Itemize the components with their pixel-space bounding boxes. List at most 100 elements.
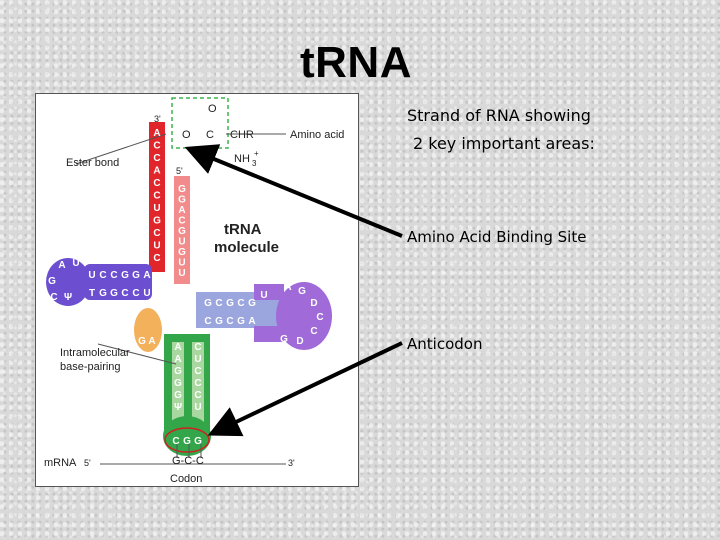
d-arm-bottom-base: G	[110, 288, 118, 299]
variable-loop-base: A	[148, 336, 155, 347]
acceptor-3-base: C	[153, 253, 160, 264]
t-loop-base: D	[296, 336, 303, 347]
acceptor-5-base: U	[178, 268, 185, 279]
note-line-1: Strand of RNA showing	[407, 106, 591, 125]
slide-title: tRNA	[300, 38, 412, 87]
anticodon-label: Anticodon	[407, 335, 483, 353]
anticodon-right-base: C	[194, 342, 201, 353]
codon-sequence: G-C-C	[172, 455, 204, 467]
acceptor-3-base: C	[153, 178, 160, 189]
acceptor-5-base: G	[178, 226, 186, 237]
acceptor-3-base: U	[153, 203, 160, 214]
binding-site-arrow	[184, 144, 403, 238]
mrna-3-label: 3'	[288, 458, 295, 468]
o-top-label: O	[208, 103, 217, 115]
d-arm-bottom-base: C	[132, 288, 139, 299]
anticodon-arrow	[207, 341, 403, 437]
d-arm	[84, 264, 152, 300]
acceptor-3-base: G	[153, 216, 161, 227]
anticodon-loop-base: C	[172, 436, 179, 447]
molecule-label-1: tRNA	[224, 221, 262, 238]
acceptor-5-base: A	[178, 205, 185, 216]
acceptor-3-base: C	[153, 153, 160, 164]
d-arm-top-base: U	[88, 270, 95, 281]
anticodon-loop-base: G	[194, 436, 202, 447]
acceptor-3-base: C	[153, 141, 160, 152]
d-arm-bottom-base: U	[143, 288, 150, 299]
acceptor-strand-5	[174, 176, 190, 284]
anticodon-left-base: A	[174, 342, 181, 353]
d-loop-base: U	[72, 258, 79, 269]
nh3-sub: 3	[252, 159, 257, 168]
o-link-label: O	[182, 129, 191, 141]
acceptor-5-base: G	[178, 184, 186, 195]
anticodon-left-base: G	[174, 390, 182, 401]
binding-site-label: Amino Acid Binding Site	[407, 228, 587, 246]
ester-bond-label: Ester bond	[66, 157, 119, 169]
anticodon-left-base: A	[174, 354, 181, 365]
variable-loop-base: G	[138, 336, 146, 347]
t-arm-top-base: C	[215, 298, 222, 309]
anticodon-right-base: C	[194, 366, 201, 377]
acceptor-3-base: C	[153, 228, 160, 239]
t-loop-base: A	[284, 282, 291, 293]
t-arm-top-base: G	[226, 298, 234, 309]
five-prime-label: 5'	[176, 166, 183, 176]
acceptor-5-base: G	[178, 195, 186, 206]
d-loop-base: A	[58, 260, 65, 271]
acceptor-5-base: G	[178, 247, 186, 258]
t-arm-bottom-base: C	[226, 316, 233, 327]
d-loop	[46, 258, 90, 306]
anticodon-left-base: G	[174, 378, 182, 389]
anticodon-loop-base: G	[183, 436, 191, 447]
d-arm-bottom-base: T	[89, 288, 95, 299]
d-arm-top-base: G	[132, 270, 140, 281]
anticodon-left-base: G	[174, 366, 182, 377]
codon-label: Codon	[170, 473, 202, 485]
t-loop-base: C	[316, 312, 323, 323]
t-arm-bottom-base: G	[237, 316, 245, 327]
acceptor-3-base: A	[153, 166, 160, 177]
t-arm-bottom-base: A	[248, 316, 255, 327]
anticodon-highlight	[164, 427, 210, 453]
anticodon-loop	[163, 416, 211, 456]
t-loop-base: U	[260, 290, 267, 301]
mrna-5-label: 5'	[84, 458, 91, 468]
t-loop-base: D	[310, 298, 317, 309]
d-arm-top-base: C	[110, 270, 117, 281]
acceptor-3-base: C	[153, 191, 160, 202]
anticodon-right-base: C	[194, 390, 201, 401]
t-arm-top-base: C	[237, 298, 244, 309]
acceptor-5-base: U	[178, 258, 185, 269]
t-arm-bottom-base: C	[204, 316, 211, 327]
note-line-2: 2 key important areas:	[413, 134, 595, 153]
intramolecular-label-2: base-pairing	[60, 361, 121, 373]
nh3-sup: +	[254, 149, 259, 158]
acceptor-3-base: U	[153, 241, 160, 252]
anticodon-right-base: U	[194, 354, 201, 365]
three-prime-label: 3'	[154, 114, 161, 124]
d-arm-bottom-base: G	[99, 288, 107, 299]
t-loop-base: C	[310, 326, 317, 337]
acceptor-strand-3	[149, 122, 165, 272]
t-loop-base: G	[298, 286, 306, 297]
d-arm-top-base: A	[143, 270, 150, 281]
trna-diagram: O O C CHR NH 3 + Amino acid Ester bond 3…	[44, 97, 344, 485]
d-loop-base: Ψ	[64, 292, 72, 303]
t-loop	[276, 282, 332, 350]
d-arm-top-base: C	[99, 270, 106, 281]
d-loop-base: G	[48, 276, 56, 287]
t-arm-top-base: G	[248, 298, 256, 309]
mrna-label: mRNA	[44, 457, 77, 469]
anticodon-right-base: C	[194, 378, 201, 389]
acceptor-5-base: C	[178, 216, 185, 227]
t-loop-base: G	[280, 334, 288, 345]
acceptor-3-base: A	[153, 128, 160, 139]
c-link-label: C	[206, 129, 214, 141]
d-loop-base: C	[50, 292, 57, 303]
chr-label: CHR	[230, 129, 254, 141]
d-arm-top-base: G	[121, 270, 129, 281]
variable-loop	[134, 308, 162, 352]
intramolecular-label-1: Intramolecular	[60, 347, 130, 359]
